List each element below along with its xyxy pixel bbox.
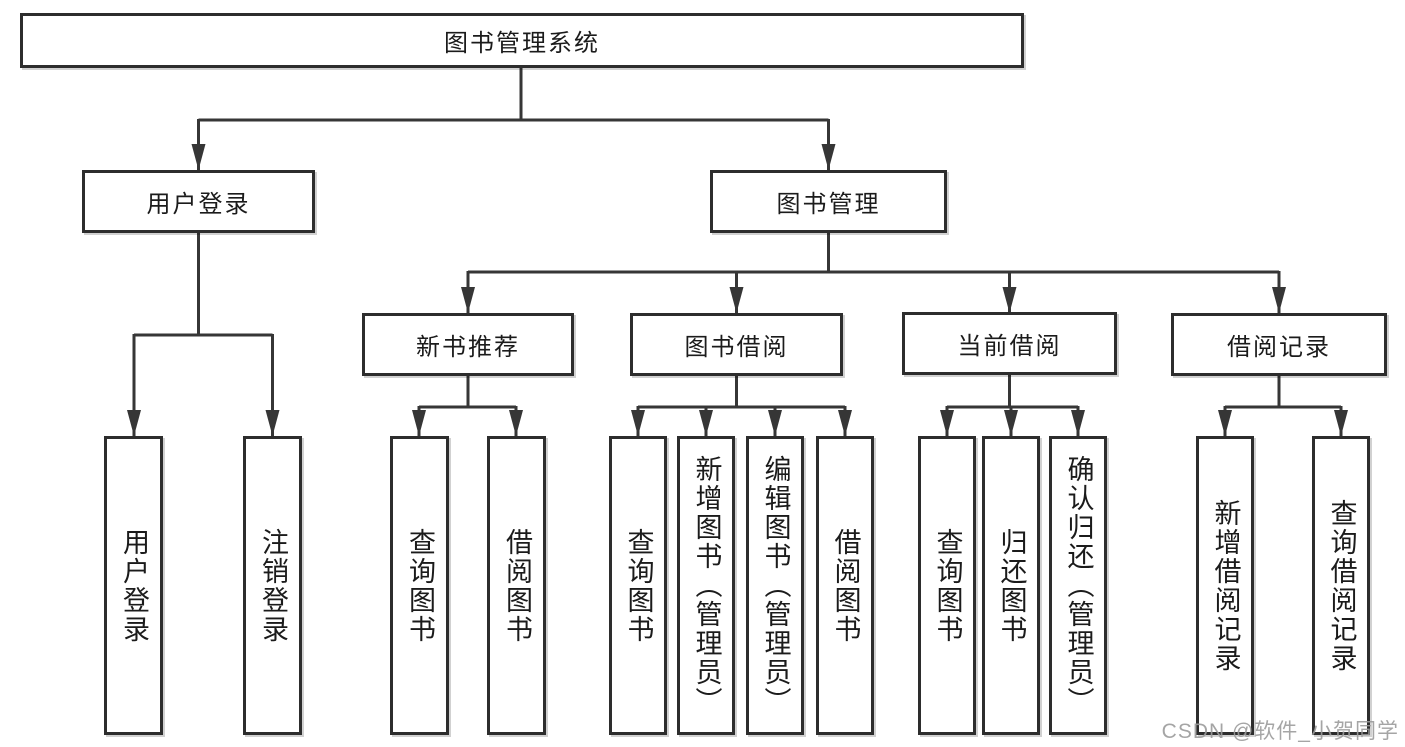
leaf-borrow-edit-books-admin: 编辑图书（管理员）: [746, 436, 804, 735]
leaf-current-confirm-return-admin-label: 确认归还（管理员）: [1063, 455, 1094, 716]
node-borrow-record: 借阅记录: [1171, 313, 1387, 376]
node-book-borrow: 图书借阅: [630, 313, 843, 376]
node-library-system-label: 图书管理系统: [444, 30, 600, 57]
node-book-management-label: 图书管理: [776, 191, 881, 218]
node-book-borrow-label: 图书借阅: [684, 334, 789, 361]
leaf-logout-label: 注销登录: [258, 527, 288, 644]
leaf-record-query-borrow-record-label: 查询借阅记录: [1326, 498, 1357, 673]
leaf-borrow-add-books-admin: 新增图书（管理员）: [677, 436, 735, 735]
leaf-recommend-borrow-books-label: 借阅图书: [502, 527, 532, 644]
node-new-book-recommend-label: 新书推荐: [416, 334, 520, 361]
leaf-current-query-books-label: 查询图书: [932, 527, 963, 644]
leaf-recommend-query-books: 查询图书: [390, 436, 449, 735]
node-new-book-recommend: 新书推荐: [362, 313, 574, 376]
leaf-user-login: 用户登录: [104, 436, 163, 735]
node-user-login: 用户登录: [82, 170, 315, 233]
leaf-borrow-query-books-label: 查询图书: [623, 527, 654, 644]
leaf-borrow-add-books-admin-label: 新增图书（管理员）: [691, 455, 722, 716]
leaf-borrow-borrow-books: 借阅图书: [816, 436, 874, 735]
leaf-borrow-query-books: 查询图书: [609, 436, 667, 735]
node-current-borrow: 当前借阅: [902, 312, 1117, 375]
node-library-system: 图书管理系统: [20, 13, 1024, 68]
leaf-current-return-books-label: 归还图书: [996, 527, 1027, 644]
leaf-current-confirm-return-admin: 确认归还（管理员）: [1049, 436, 1107, 735]
node-borrow-record-label: 借阅记录: [1227, 334, 1331, 361]
leaf-record-query-borrow-record: 查询借阅记录: [1312, 436, 1370, 735]
leaf-borrow-edit-books-admin-label: 编辑图书（管理员）: [760, 455, 791, 716]
leaf-record-add-borrow-record-label: 新增借阅记录: [1210, 498, 1241, 673]
leaf-recommend-borrow-books: 借阅图书: [487, 436, 546, 735]
leaf-record-add-borrow-record: 新增借阅记录: [1196, 436, 1254, 735]
node-user-login-label: 用户登录: [146, 191, 251, 218]
leaf-recommend-query-books-label: 查询图书: [405, 527, 435, 644]
node-book-management: 图书管理: [710, 170, 947, 233]
leaf-logout: 注销登录: [243, 436, 302, 735]
leaf-current-return-books: 归还图书: [982, 436, 1040, 735]
leaf-borrow-borrow-books-label: 借阅图书: [830, 527, 861, 644]
leaf-current-query-books: 查询图书: [918, 436, 976, 735]
leaf-user-login-label: 用户登录: [119, 527, 149, 644]
node-current-borrow-label: 当前借阅: [957, 333, 1062, 360]
